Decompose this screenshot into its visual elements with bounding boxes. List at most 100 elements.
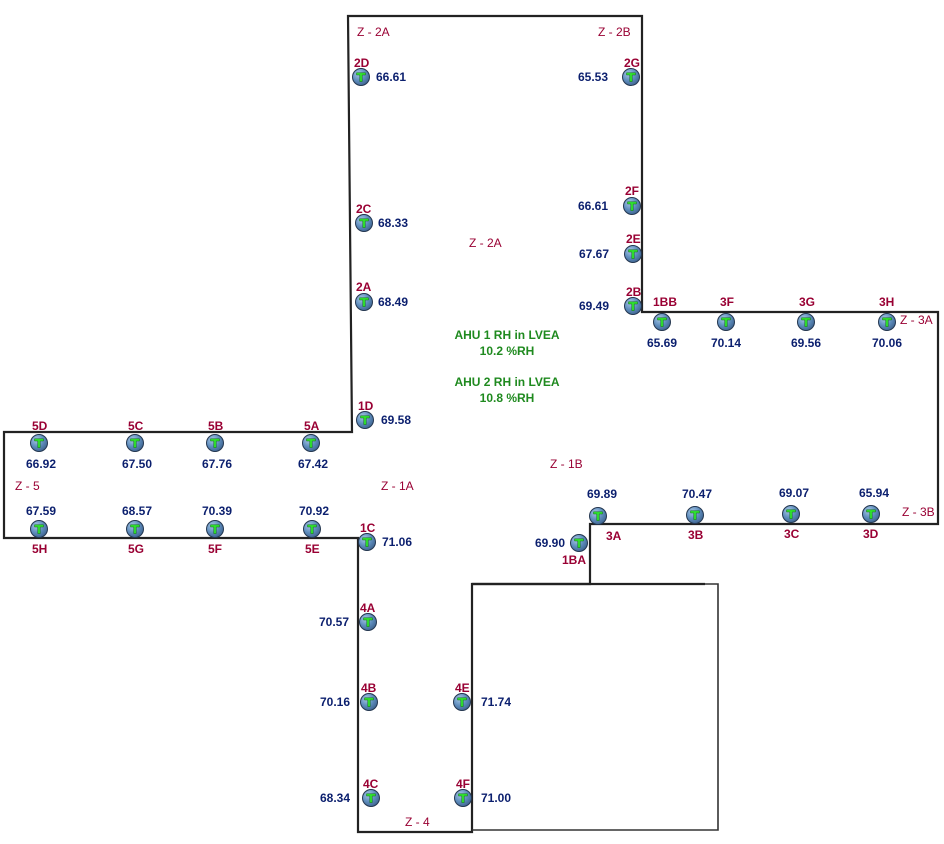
thermometer-sensor-icon [130,524,140,534]
sensor-5c-reading: 67.50 [122,457,153,471]
sensor-1d-icon[interactable] [356,411,374,429]
sensor-2a-label: 2A [356,280,372,294]
sensor-3c-label: 3C [784,527,800,541]
sensor-1c-icon[interactable] [358,533,376,551]
sensor-4e-reading: 71.74 [481,695,512,709]
zone-label-3a: Z - 3A [900,313,933,327]
thermometer-sensor-icon [34,438,44,448]
sensor-3h-reading: 70.06 [872,336,903,350]
sensor-3b-icon[interactable] [686,506,704,524]
sensor-2d-label: 2D [354,56,370,70]
sensor-2g-label: 2G [624,56,641,70]
sensor-3g-icon[interactable] [797,313,815,331]
sensor-5a-icon[interactable] [302,434,320,452]
sensor-3d-reading: 65.94 [859,486,890,500]
sensor-2c-label: 2C [356,202,372,216]
thermometer-sensor-icon [359,218,369,228]
sensor-2d-icon[interactable] [352,68,370,86]
sensor-5a-label: 5A [304,419,320,433]
sensor-5h-label: 5H [32,542,48,556]
sensor-1bb-label: 1BB [653,295,678,309]
thermometer-sensor-icon [366,793,376,803]
zone-label-2a-center: Z - 2A [469,236,502,250]
sensor-1d-reading: 69.58 [381,413,412,427]
ahu-1-title: AHU 1 RH in LVEA [454,328,560,342]
sensor-3d-icon[interactable] [862,505,880,523]
sensor-1bb-icon[interactable] [653,313,671,331]
sensor-2f-reading: 66.61 [578,199,609,213]
sensor-3a-icon[interactable] [589,507,607,525]
sensor-1ba-icon[interactable] [570,534,588,552]
sensor-2e-reading: 67.67 [579,247,610,261]
sensor-5d-reading: 66.92 [26,457,57,471]
sensor-2d-reading: 66.61 [376,70,407,84]
sensor-5f-label: 5F [208,542,223,556]
thermometer-sensor-icon [628,301,638,311]
sensor-2c-icon[interactable] [355,214,373,232]
sensor-2g-reading: 65.53 [578,70,609,84]
sensor-4b-icon[interactable] [360,693,378,711]
sensor-4b-reading: 70.16 [320,695,351,709]
thermometer-sensor-icon [210,438,220,448]
sensor-3f-icon[interactable] [717,313,735,331]
thermometer-sensor-icon [307,524,317,534]
sensor-2g-icon[interactable] [622,68,640,86]
thermometer-sensor-icon [130,438,140,448]
thermometer-sensor-icon [721,317,731,327]
sensor-4f-icon[interactable] [454,789,472,807]
sensor-4e-icon[interactable] [453,693,471,711]
thermometer-sensor-icon [359,297,369,307]
sensor-3g-label: 3G [799,295,816,309]
sensor-1d-label: 1D [358,399,374,413]
sensor-2a-icon[interactable] [355,293,373,311]
sensor-5h-icon[interactable] [30,520,48,538]
sensor-2c-reading: 68.33 [378,216,409,230]
sensor-2f-icon[interactable] [623,197,641,215]
thermometer-sensor-icon [362,537,372,547]
sensor-1bb-reading: 65.69 [647,336,678,350]
sensor-3b-reading: 70.47 [682,487,713,501]
sensor-5b-reading: 67.76 [202,457,233,471]
zone-label-2a: Z - 2A [357,25,390,39]
sensor-4c-reading: 68.34 [320,791,351,805]
ahu-2-value: 10.8 %RH [479,391,535,405]
thermometer-sensor-icon [306,438,316,448]
sensor-2b-reading: 69.49 [579,299,610,313]
sensor-2a-reading: 68.49 [378,295,409,309]
sensor-5b-icon[interactable] [206,434,224,452]
sensor-3c-reading: 69.07 [779,486,810,500]
sensor-5c-icon[interactable] [126,434,144,452]
sensor-4a-icon[interactable] [359,613,377,631]
sensor-5g-reading: 68.57 [122,504,153,518]
sensor-5d-icon[interactable] [30,434,48,452]
thermometer-sensor-icon [360,415,370,425]
sensor-5f-icon[interactable] [206,520,224,538]
thermometer-sensor-icon [457,697,467,707]
sensor-2b-icon[interactable] [624,297,642,315]
sensor-3h-icon[interactable] [878,313,896,331]
zone-label-3b: Z - 3B [902,505,935,519]
sensor-3g-reading: 69.56 [791,336,822,350]
zone-label-4: Z - 4 [405,815,430,829]
sensor-1ba-label: 1BA [562,553,587,567]
sensor-5a-reading: 67.42 [298,457,329,471]
sensor-4b-label: 4B [361,681,377,695]
sensor-5g-icon[interactable] [126,520,144,538]
sensor-4c-icon[interactable] [362,789,380,807]
zone-label-1a: Z - 1A [381,479,414,493]
sensor-5f-reading: 70.39 [202,504,233,518]
sensor-4a-label: 4A [360,601,376,615]
building-outline [2,14,940,834]
sensor-5e-icon[interactable] [303,520,321,538]
thermometer-sensor-icon [866,509,876,519]
sensor-4f-reading: 71.00 [481,791,512,805]
sensor-3c-icon[interactable] [782,505,800,523]
sensor-5g-label: 5G [128,542,145,556]
sensor-1ba-reading: 69.90 [535,536,566,550]
thermometer-sensor-icon [363,617,373,627]
thermometer-sensor-icon [801,317,811,327]
sensor-2e-icon[interactable] [624,245,642,263]
thermometer-sensor-icon [786,509,796,519]
sensor-5b-label: 5B [208,419,224,433]
